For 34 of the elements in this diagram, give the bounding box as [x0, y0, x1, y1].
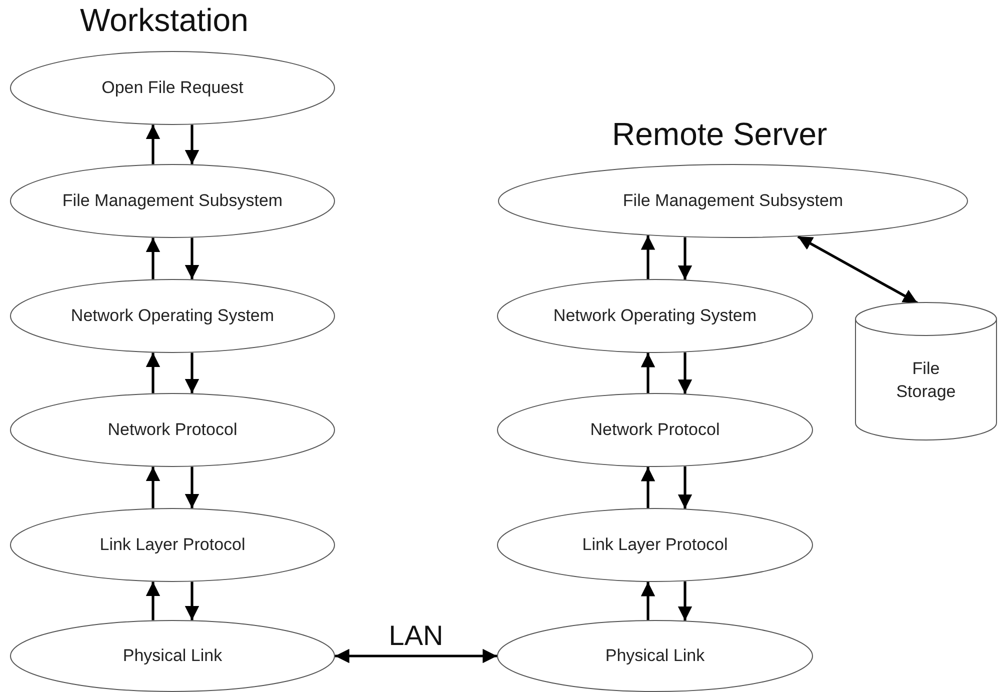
- node-label: Open File Request: [102, 78, 244, 98]
- arrow: [146, 582, 160, 620]
- arrow: [678, 352, 692, 394]
- arrow: [797, 235, 918, 304]
- arrow: [184, 352, 200, 394]
- arrow: [335, 648, 497, 664]
- arrow: [640, 236, 656, 280]
- arrow: [640, 582, 656, 620]
- node-label: Network Operating System: [553, 306, 757, 326]
- arrow: [184, 238, 200, 280]
- arrow: [678, 466, 692, 509]
- node-label: Link Layer Protocol: [582, 535, 728, 555]
- node-label: Physical Link: [605, 646, 705, 666]
- column-heading: Remote Server: [612, 116, 828, 153]
- node-label: File Storage: [895, 358, 957, 403]
- arrow: [146, 466, 160, 508]
- arrow: [640, 352, 656, 394]
- arrow: [678, 581, 692, 621]
- column-heading: Workstation: [80, 2, 248, 39]
- node-label: File Management Subsystem: [622, 191, 844, 211]
- arrow: [678, 237, 692, 280]
- node-label: File Management Subsystem: [62, 191, 283, 211]
- node-label: Physical Link: [122, 646, 222, 666]
- arrow: [146, 352, 160, 394]
- node-label: Network Protocol: [590, 420, 720, 440]
- node-label: Link Layer Protocol: [100, 535, 246, 555]
- arrow: [640, 466, 656, 508]
- node-label: Network Operating System: [70, 306, 274, 326]
- arrow: [184, 124, 200, 164]
- node-label: Network Protocol: [108, 420, 238, 440]
- arrow: [184, 466, 200, 508]
- arrow: [146, 238, 160, 280]
- arrow: [146, 124, 160, 164]
- arrow: [184, 582, 200, 620]
